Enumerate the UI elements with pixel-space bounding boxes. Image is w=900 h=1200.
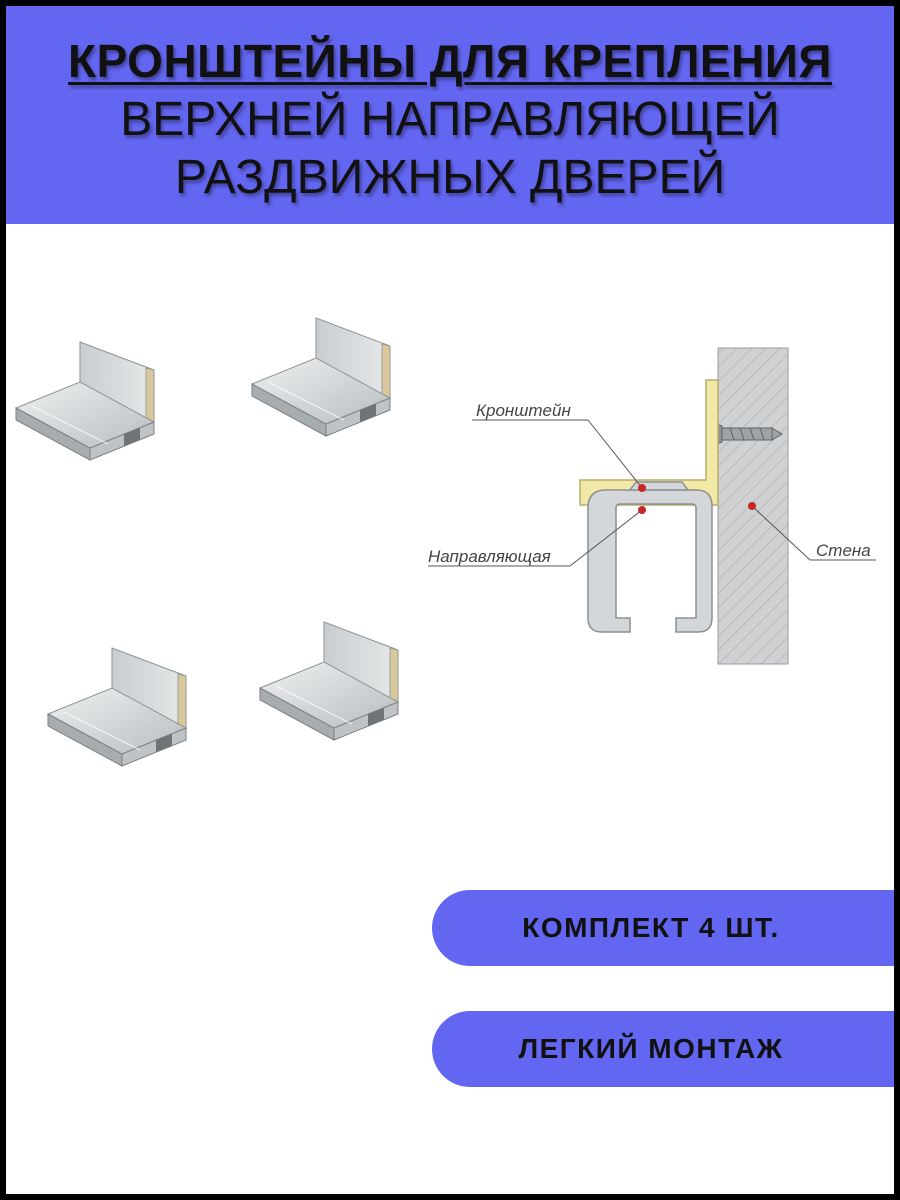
title-line-3: РАЗДВИЖНЫХ ДВЕРЕЙ: [174, 151, 726, 204]
callout-lines: [428, 419, 876, 567]
title-line-2: ВЕРХНЕЙ НАПРАВЛЯЮЩЕЙ: [120, 93, 780, 146]
badge-set-count-text: КОМПЛЕКТ 4 ШТ.: [522, 912, 780, 943]
marker-wall: [748, 502, 756, 510]
label-bracket: Кронштейн: [476, 401, 571, 420]
rail-profile: [587, 481, 713, 633]
title-banner: КРОНШТЕЙНЫ ДЛЯ КРЕПЛЕНИЯ ВЕРХНЕЙ НАПРАВЛ…: [6, 6, 894, 224]
badge-set-count: КОМПЛЕКТ 4 ШТ.: [432, 890, 894, 966]
bracket-image-3: [46, 647, 188, 767]
marker-rail: [638, 506, 646, 514]
badge-easy-mounting: ЛЕГКИЙ МОНТАЖ: [432, 1011, 894, 1087]
badge-easy-mounting-text: ЛЕГКИЙ МОНТАЖ: [518, 1033, 784, 1064]
bracket-image-4: [258, 621, 400, 741]
marker-bracket: [638, 484, 646, 492]
bracket-image-1: [14, 341, 156, 461]
bracket-image-2: [250, 317, 392, 437]
title-line-1: КРОНШТЕЙНЫ ДЛЯ КРЕПЛЕНИЯ: [68, 35, 832, 87]
label-wall: Стена: [816, 541, 871, 560]
label-rail: Направляющая: [428, 547, 551, 566]
mounting-diagram: Кронштейн Направляющая Стена: [428, 347, 876, 665]
